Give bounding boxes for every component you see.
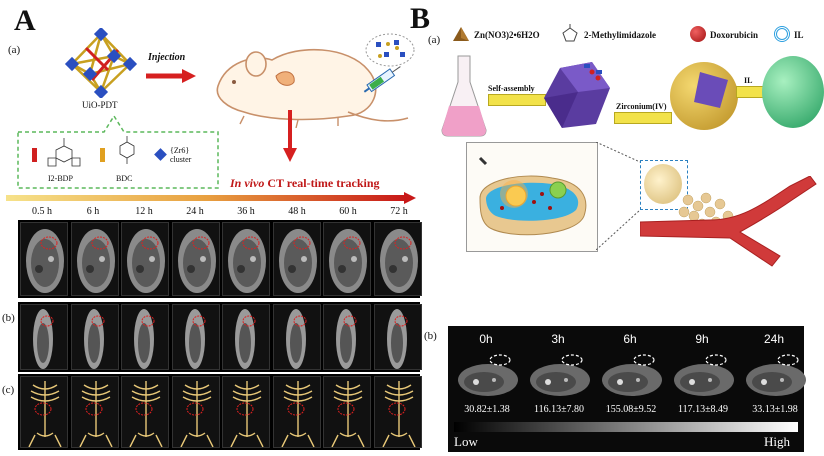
- nanoparticle-zoom-icon: [644, 164, 682, 204]
- nanoparticle-cloud-icon: [365, 33, 415, 67]
- legend-cluster-label: {Zr6} cluster: [170, 146, 192, 164]
- ct-thumbnail-sag: [70, 304, 119, 370]
- ct-b-timepoint: 6h: [623, 332, 637, 346]
- ct-thumbnail-sag: [171, 304, 220, 370]
- timepoint-label: 12 h: [135, 206, 153, 217]
- panel-b-letter: B: [410, 2, 431, 35]
- ct-b-slice: [526, 348, 594, 405]
- i2bdp-structure-icon: [47, 138, 81, 167]
- ct-thumbnail-skel: [171, 376, 220, 448]
- tracking-text: CT real-time tracking: [267, 176, 380, 190]
- zoom-connector-lines: [596, 142, 640, 250]
- ct-thumbnail-skel: [222, 376, 270, 448]
- ct-thumbnail-skel: [20, 376, 68, 448]
- ct-thumbnail-axial: [373, 222, 422, 296]
- tracking-label: In vivo CT real-time tracking: [230, 176, 380, 191]
- panel-a-letter: A: [14, 4, 36, 37]
- zn-pyramid-icon: [453, 27, 469, 41]
- legend-i2bdp-swatch: [32, 148, 37, 162]
- timeline-arrow-icon: [6, 192, 416, 204]
- legend-il-label: IL: [794, 30, 804, 40]
- timepoint-label: 6 h: [86, 206, 100, 217]
- il-icon: [774, 26, 790, 42]
- ct-thumbnail-sag: [323, 304, 371, 370]
- timepoint-label: 0.5 h: [32, 206, 52, 217]
- tracking-prefix: In vivo: [230, 176, 265, 190]
- bdc-structure-icon: [119, 136, 135, 164]
- panel-a-sub-a: (a): [8, 44, 21, 56]
- ct-b-slice: [454, 348, 522, 405]
- injection-arrow-icon: [146, 69, 196, 83]
- ct-thumbnail-skel: [121, 376, 169, 448]
- syringe-icon: [363, 66, 401, 93]
- cell-illustration-icon: [478, 156, 587, 236]
- ct-thumbnail-sag: [222, 304, 270, 370]
- step2-label: Zirconium(IV): [616, 102, 667, 111]
- ct-thumbnail-axial: [20, 222, 68, 296]
- mof-label: UiO-PDT: [82, 100, 118, 110]
- ct-thumbnail-skel: [70, 376, 119, 448]
- doxorubicin-icon: [690, 26, 706, 42]
- step3-label: IL: [744, 76, 753, 85]
- ct-b-slice: [670, 348, 738, 405]
- step1-arrow: [488, 94, 546, 106]
- legend-dox-label: Doxorubicin: [710, 30, 759, 40]
- ct-thumbnail-axial: [272, 222, 321, 296]
- ct-b-slice: [598, 348, 666, 405]
- ct-thumbnail-skel: [272, 376, 321, 448]
- panel-b-sub-a: (a): [428, 34, 441, 46]
- legend-box: [17, 114, 219, 189]
- ct-thumbnail-axial: [222, 222, 270, 296]
- legend-zn-label: Zn(NO3)2•6H2O: [474, 30, 540, 40]
- ct-thumbnail-skel: [323, 376, 371, 448]
- blood-vessel-icon: [640, 176, 817, 267]
- mouse-illustration-icon: [216, 48, 409, 128]
- mof-octahedron-icon: [64, 28, 138, 98]
- zif-crystal-icon: [544, 62, 610, 128]
- step2-arrow: [614, 112, 672, 124]
- ct-thumbnail-sag: [121, 304, 169, 370]
- ct-thumbnail-skel: [373, 376, 422, 448]
- timepoint-label: 24 h: [186, 206, 204, 217]
- legend-mim-label: 2-Methylimidazole: [584, 30, 656, 40]
- step1-label: Self-assembly: [488, 84, 535, 93]
- timepoint-label: 48 h: [288, 206, 306, 217]
- legend-i2bdp-label: I2-BDP: [48, 174, 73, 183]
- intensity-scale-bar: [454, 422, 798, 432]
- ct-thumbnail-sag: [373, 304, 422, 370]
- ct-b-value: 116.13±7.80: [533, 404, 585, 415]
- ct-thumbnail-axial: [70, 222, 119, 296]
- ct-thumbnail-axial: [171, 222, 220, 296]
- methylimidazole-icon: [562, 24, 578, 42]
- injection-label: Injection: [148, 52, 186, 63]
- ct-b-timepoint: 0h: [479, 332, 493, 346]
- ct-b-slice: [742, 348, 810, 405]
- down-arrow-icon: [283, 110, 297, 162]
- il-coated-sphere-icon: [762, 56, 824, 128]
- ct-b-value: 30.82±1.38: [464, 404, 510, 415]
- nanoparticle-zoom-frame: [640, 160, 688, 210]
- ct-b-timepoint: 9h: [695, 332, 709, 346]
- ct-b-value: 33.13±1.98: [752, 404, 798, 415]
- panel-a-sub-b: (b): [2, 312, 15, 324]
- ct-thumbnail-axial: [121, 222, 169, 296]
- coated-sphere-icon: [670, 62, 738, 130]
- flask-icon: [441, 55, 487, 137]
- timepoint-label: 60 h: [339, 206, 357, 217]
- ct-b-timepoint: 3h: [551, 332, 565, 346]
- scale-low-label: Low: [454, 434, 478, 449]
- ct-b-value: 155.08±9.52: [605, 404, 657, 415]
- timepoint-label: 36 h: [237, 206, 255, 217]
- ct-thumbnail-axial: [323, 222, 371, 296]
- ct-b-timepoint: 24h: [763, 332, 785, 346]
- legend-bdc-label: BDC: [116, 174, 133, 183]
- ct-thumbnail-sag: [272, 304, 321, 370]
- scale-high-label: High: [764, 434, 790, 449]
- legend-bdc-swatch: [100, 148, 105, 162]
- ct-thumbnail-sag: [20, 304, 68, 370]
- ct-b-value: 117.13±8.49: [677, 404, 729, 415]
- panel-a-sub-c: (c): [2, 384, 15, 396]
- panel-b-sub-b: (b): [424, 330, 437, 342]
- timepoint-label: 72 h: [390, 206, 408, 217]
